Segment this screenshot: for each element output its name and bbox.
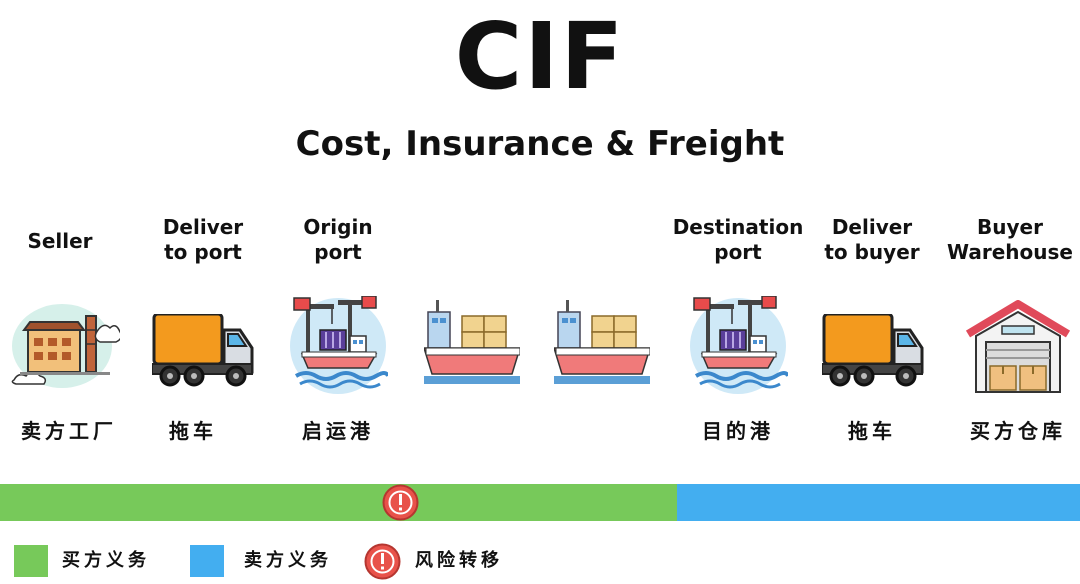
warehouse-icon <box>964 300 1072 396</box>
legend-label-seller-obligation: 卖方义务 <box>244 550 332 571</box>
page-title: CIF <box>454 3 626 110</box>
factory-icon <box>11 303 120 389</box>
port-crane-icon <box>288 296 388 396</box>
truck-icon <box>152 314 254 387</box>
port-crane-icon <box>688 296 788 396</box>
seller-obligation-bar <box>677 484 1080 521</box>
stage-label-deliver-to-buyer: Deliver to buyer <box>824 215 920 264</box>
page-subtitle: Cost, Insurance & Freight <box>295 124 785 164</box>
stage-label-seller: Seller <box>27 229 93 253</box>
stage-zh-deliver-to-buyer: 拖车 <box>848 419 896 443</box>
stage-zh-origin-port: 启运港 <box>302 419 374 443</box>
risk-transfer-marker-icon <box>382 484 419 521</box>
truck-icon <box>822 314 924 387</box>
stage-zh-buyer-warehouse: 买方仓库 <box>970 419 1066 443</box>
legend-label-risk-transfer: 风险转移 <box>415 550 503 571</box>
legend-risk-transfer-icon <box>364 543 401 580</box>
legend-swatch-buyer-obligation <box>14 545 48 577</box>
stage-label-origin-port: Origin port <box>303 215 373 264</box>
legend-label-buyer-obligation: 买方义务 <box>62 550 150 571</box>
legend-swatch-seller-obligation <box>190 545 224 577</box>
cargo-ship-icon <box>424 300 520 385</box>
stage-zh-destination-port: 目的港 <box>702 419 774 443</box>
stage-zh-deliver-to-port: 拖车 <box>169 419 217 443</box>
stage-label-destination-port: Destination port <box>672 215 804 264</box>
cargo-ship-icon <box>554 300 650 385</box>
stage-label-buyer-warehouse: Buyer Warehouse <box>947 215 1073 264</box>
stage-label-deliver-to-port: Deliver to port <box>162 215 244 264</box>
stage-zh-seller: 卖方工厂 <box>21 419 117 443</box>
buyer-obligation-bar <box>0 484 677 521</box>
